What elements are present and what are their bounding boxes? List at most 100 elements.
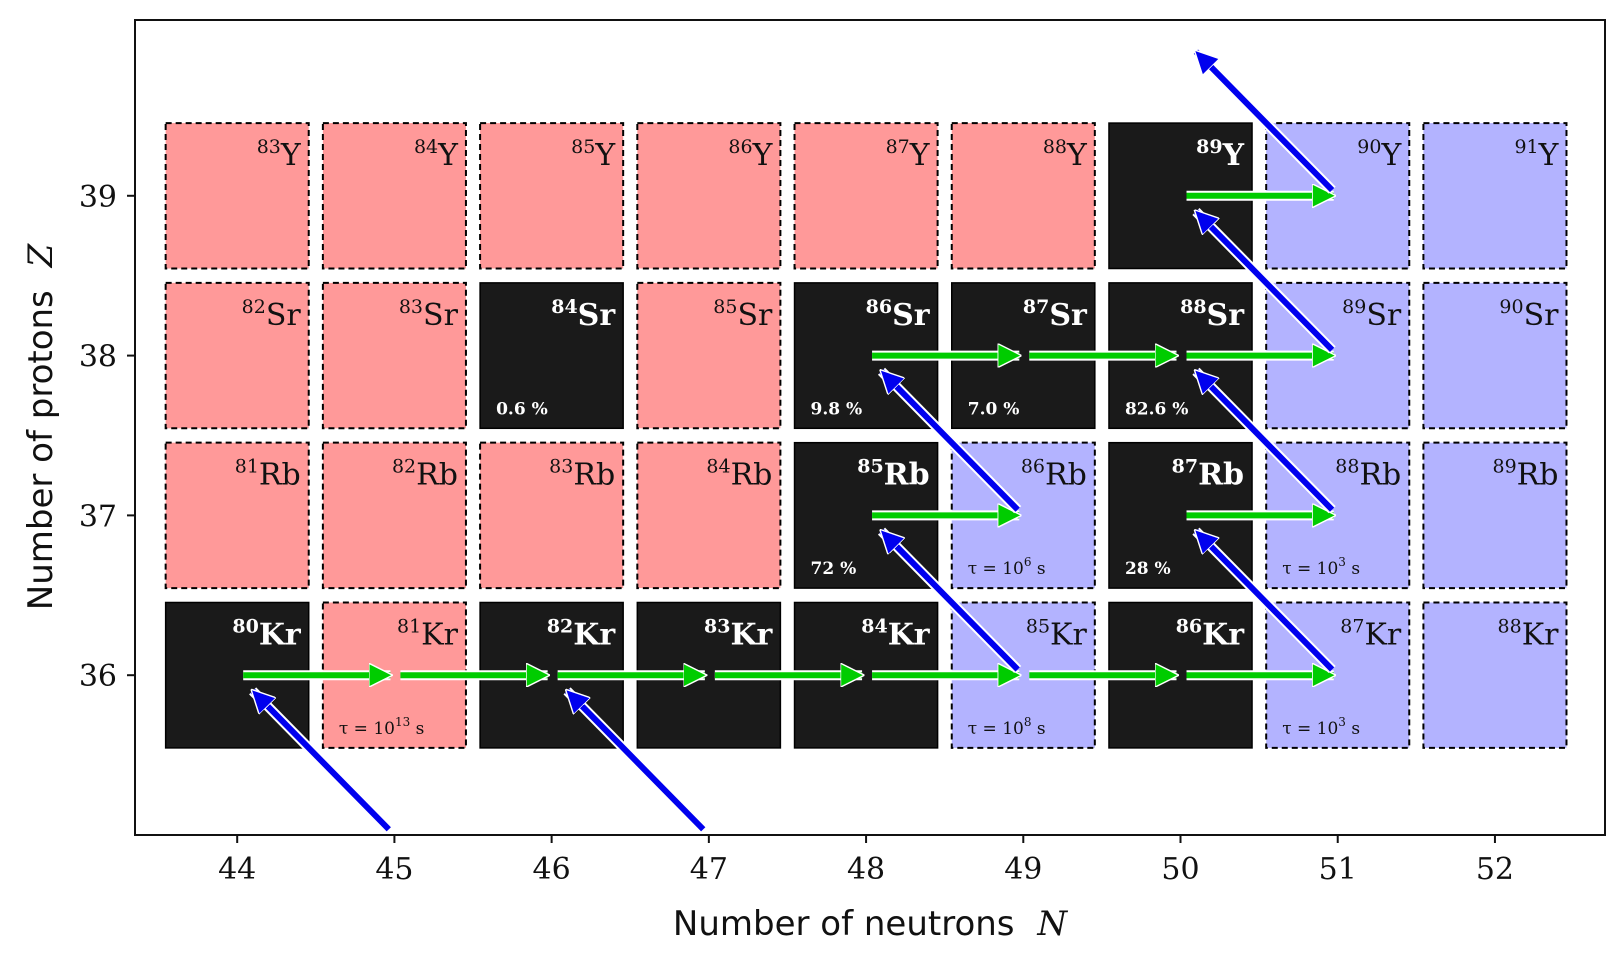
- isotope-symbol: Y: [1222, 138, 1245, 173]
- nuclide-cell-85y: 85Y: [479, 122, 625, 270]
- isotope-symbol: Y: [280, 138, 302, 173]
- isotope-label: 80Kr: [232, 615, 302, 652]
- nuclide-box: [636, 441, 782, 590]
- reaction-arrows: [243, 48, 1336, 833]
- lifetime-label: τ = 103 s: [1282, 715, 1360, 739]
- isotope-label: 85Kr: [1026, 615, 1088, 652]
- isotope-symbol: Rb: [1359, 458, 1401, 493]
- nuclide-cell-84sr: 84Sr 0.6 %: [479, 282, 624, 430]
- isotope-symbol: Kr: [1522, 617, 1559, 652]
- isotope-symbol: Kr: [1364, 617, 1401, 652]
- nuclide-box: [479, 441, 625, 590]
- nuclide-box: [950, 122, 1096, 270]
- isotope-label: 86Sr: [866, 296, 931, 333]
- x-tick-label: 45: [375, 852, 413, 887]
- isotope-symbol: Kr: [888, 617, 931, 652]
- isotope-mass-number: 84: [551, 296, 577, 318]
- lifetime-label: τ = 106 s: [968, 555, 1046, 579]
- x-tick-label: 51: [1319, 852, 1357, 887]
- isotope-mass-number: 83: [549, 456, 573, 478]
- nuclide-cell-84y: 84Y: [321, 122, 467, 270]
- isotope-label: 83Y: [257, 136, 302, 173]
- isotope-label: 83Kr: [704, 615, 774, 652]
- isotope-symbol: Sr: [1524, 298, 1560, 333]
- isotope-label: 88Kr: [1498, 615, 1560, 652]
- isotope-symbol: Sr: [578, 298, 617, 333]
- isotope-label: 90Y: [1357, 136, 1402, 173]
- beta-decay-arrow: [249, 687, 393, 833]
- isotope-label: 89Sr: [1342, 296, 1402, 333]
- isotope-label: 82Rb: [392, 456, 458, 493]
- isotope-label: 89Y: [1196, 136, 1244, 173]
- nuclide-cell-90sr: 90Sr: [1422, 281, 1568, 430]
- isotope-mass-number: 89: [1492, 456, 1516, 478]
- isotope-label: 82Sr: [242, 296, 302, 333]
- isotope-symbol: Sr: [1049, 298, 1088, 333]
- nuclide-cell-83y: 83Y: [164, 122, 310, 270]
- nuclide-box: [1422, 601, 1568, 749]
- arrow-shaft: [253, 691, 391, 832]
- isotope-mass-number: 88: [1043, 136, 1067, 158]
- lifetime-label: τ = 108 s: [968, 715, 1046, 739]
- isotope-mass-number: 84: [706, 456, 730, 478]
- isotope-mass-number: 82: [392, 456, 416, 478]
- x-tick-label: 50: [1161, 852, 1199, 887]
- isotope-label: 89Rb: [1492, 456, 1558, 493]
- isotope-label: 85Rb: [857, 456, 929, 493]
- isotope-symbol: Y: [1380, 138, 1402, 173]
- nuclide-box: [1422, 122, 1568, 270]
- isotope-mass-number: 86: [1176, 615, 1202, 637]
- nuclide-cell-88kr: 88Kr: [1422, 601, 1568, 749]
- abundance-label: 0.6 %: [496, 399, 548, 419]
- isotope-mass-number: 84: [414, 136, 438, 158]
- abundance-label: 28 %: [1125, 559, 1171, 579]
- y-axis-label: Number of protons Z: [21, 242, 61, 610]
- isotope-mass-number: 81: [235, 456, 259, 478]
- beta-decay-arrow: [1192, 367, 1336, 514]
- isotope-label: 81Kr: [397, 615, 459, 652]
- isotope-mass-number: 85: [1026, 615, 1050, 637]
- nuclide-cell-86y: 86Y: [636, 122, 782, 270]
- x-tick-label: 52: [1476, 852, 1514, 887]
- isotope-mass-number: 88: [1335, 456, 1359, 478]
- nuclide-box: [636, 122, 782, 270]
- nuclide-cell-87y: 87Y: [793, 122, 939, 270]
- isotope-label: 86Rb: [1021, 456, 1087, 493]
- arrow-shaft: [1196, 52, 1335, 193]
- nuclide-box: [164, 441, 310, 590]
- isotope-mass-number: 83: [704, 615, 730, 637]
- x-tick-label: 46: [533, 852, 571, 887]
- x-tick-label: 47: [690, 852, 728, 887]
- nuclide-cell-83rb: 83Rb: [479, 441, 625, 590]
- nuclide-cell-82sr: 82Sr: [164, 281, 310, 430]
- beta-decay-arrow: [877, 367, 1022, 514]
- isotope-symbol: Kr: [1050, 617, 1087, 652]
- isotope-label: 82Kr: [547, 615, 617, 652]
- nuclide-box: [479, 122, 625, 270]
- beta-decay-arrow: [1192, 527, 1336, 673]
- isotope-label: 86Kr: [1176, 615, 1246, 652]
- isotope-label: 87Rb: [1172, 456, 1244, 493]
- isotope-mass-number: 83: [257, 136, 281, 158]
- y-tick-label: 38: [79, 340, 117, 375]
- y-tick-label: 37: [79, 499, 117, 534]
- isotope-symbol: Kr: [1202, 617, 1245, 652]
- x-axis-label-variable: N: [1036, 904, 1068, 944]
- isotope-label: 84Y: [414, 136, 459, 173]
- isotope-mass-number: 87: [1172, 456, 1198, 478]
- isotope-symbol: Kr: [573, 617, 616, 652]
- x-tick-label: 49: [1004, 852, 1042, 887]
- lifetime-label: τ = 103 s: [1282, 555, 1360, 579]
- x-axis-label-text: Number of neutrons: [673, 904, 1015, 944]
- x-tick-label: 44: [218, 852, 256, 887]
- isotope-mass-number: 89: [1342, 296, 1366, 318]
- isotope-mass-number: 85: [713, 296, 737, 318]
- nuclide-cell-89rb: 89Rb: [1422, 441, 1568, 590]
- nuclide-cell-91y: 91Y: [1422, 122, 1568, 270]
- isotope-mass-number: 87: [1023, 296, 1049, 318]
- isotope-symbol: Rb: [573, 458, 615, 493]
